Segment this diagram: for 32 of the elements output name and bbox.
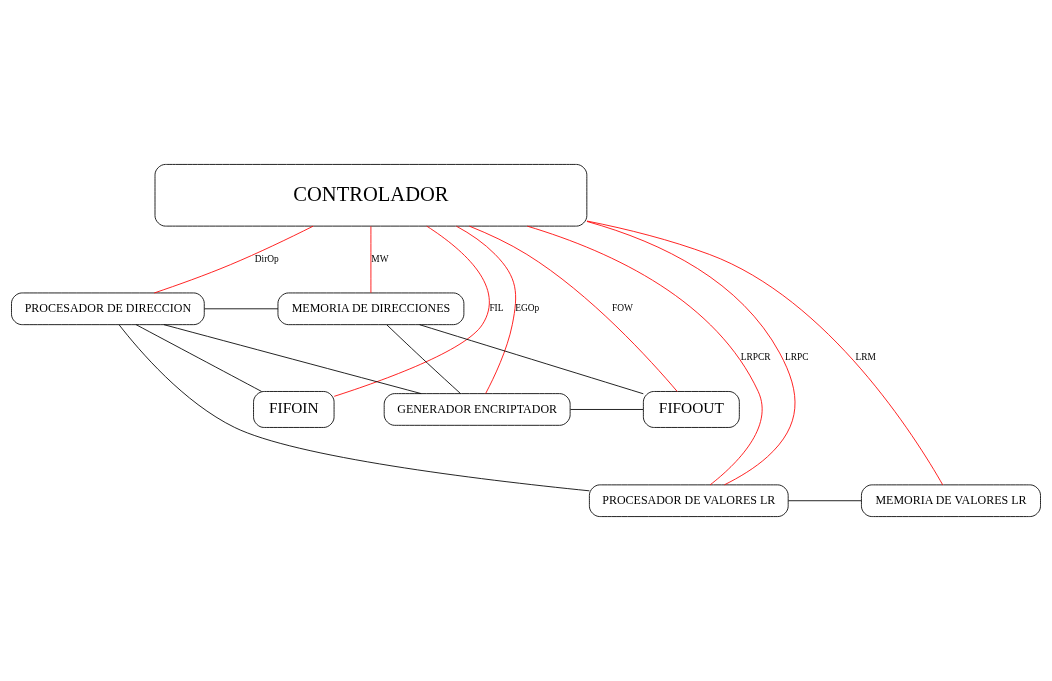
connector [419,324,644,395]
node-box: MEMORIA DE DIRECCIONES [277,292,465,326]
node-box: FIFOOUT [642,391,740,428]
connector [135,324,262,392]
connector [386,324,461,394]
connector [526,225,763,486]
connector [163,324,422,395]
node-box: MEMORIA DE VALORES LR [861,484,1041,517]
edge-label: MW [371,253,389,264]
edge-label: LRM [855,352,876,363]
node-box: FIFOIN [253,391,335,428]
node-box: CONTROLADOR [154,164,588,227]
connector [570,409,644,410]
connector [370,225,372,294]
connector [586,221,796,486]
node-box: PROCESADOR DE VALORES LR [588,484,789,517]
connector [153,225,314,294]
edge-label: DirOp [254,253,279,264]
edge-label: LRPCR [740,352,771,363]
connector [204,308,279,310]
edge-label: FIL [489,303,504,314]
edge-label: LRPC [784,352,809,363]
edge-label: FOW [611,303,633,314]
connector [586,220,944,486]
edge-label: EGOp [515,303,540,314]
node-box: PROCESADOR DE DIRECCION [11,292,205,326]
connector [456,225,517,394]
connector [118,324,590,492]
connector [333,225,490,397]
node-box: GENERADOR ENCRIPTADOR [383,393,571,426]
connector [468,225,678,392]
connector [787,500,862,502]
